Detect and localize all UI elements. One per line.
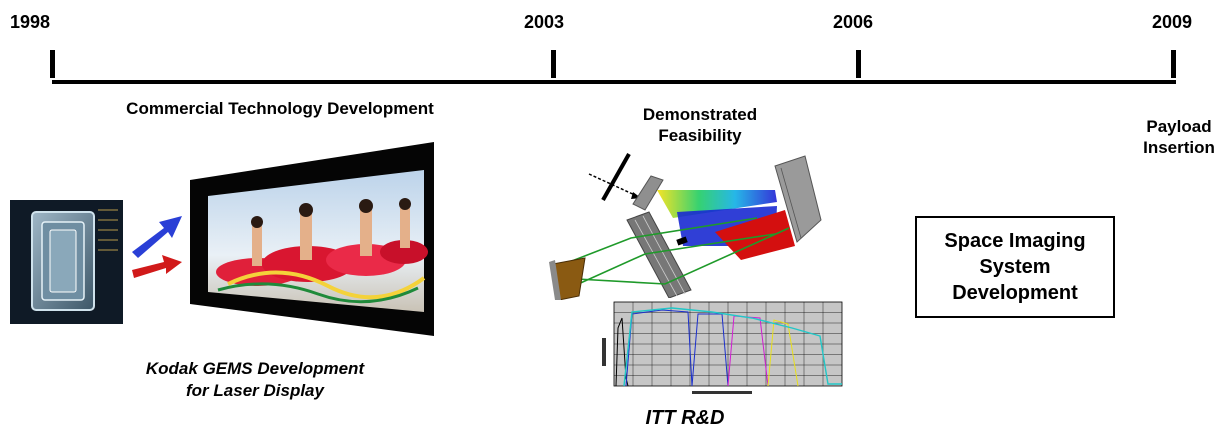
- tick-2006: [856, 50, 861, 78]
- year-2003: 2003: [524, 12, 565, 32]
- spectral-response-chart: [592, 298, 848, 400]
- tick-2003: [551, 50, 556, 78]
- itt-caption: ITT R&D: [645, 407, 725, 429]
- laser-display-screen: [190, 142, 434, 336]
- year-1998: 1998: [10, 12, 51, 32]
- year-2009: 2009: [1152, 12, 1193, 32]
- spectrometer-diagram: [549, 153, 822, 300]
- kodak-caption-line2: for Laser Display: [186, 381, 324, 400]
- space-imaging-box: Space Imaging System Development: [915, 216, 1115, 318]
- tick-1998: [50, 50, 55, 78]
- timeline-line: [52, 80, 1176, 84]
- blue-arrow-icon: [132, 216, 182, 258]
- laser-arrows: [132, 216, 182, 278]
- kodak-caption-line1: Kodak GEMS Development: [145, 359, 365, 378]
- gems-chip-image: [10, 200, 123, 324]
- commercial-label: Commercial Technology Development: [126, 99, 434, 118]
- demonstrated-label: Demonstrated Feasibility: [642, 105, 758, 145]
- year-2006: 2006: [833, 12, 874, 32]
- payload-label: Payload Insertion: [1143, 117, 1215, 157]
- red-arrow-icon: [132, 255, 182, 278]
- tick-2009: [1171, 50, 1176, 78]
- space-imaging-label: Space Imaging System Development: [944, 230, 1086, 304]
